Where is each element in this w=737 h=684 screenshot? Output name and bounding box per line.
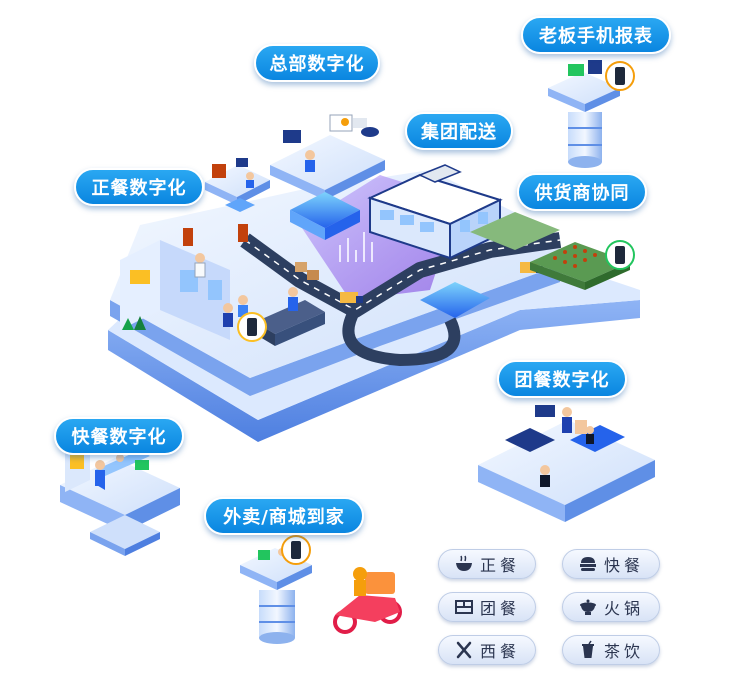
category-label: 团餐 [479, 599, 520, 618]
person [194, 253, 206, 278]
category-formal-dining[interactable]: 正餐 [438, 549, 536, 579]
plant [122, 316, 146, 330]
crop-rows [553, 245, 597, 268]
category-label: 正餐 [479, 556, 520, 575]
fast-food-platform [60, 438, 180, 532]
road-center-line [244, 239, 561, 311]
supplier-phone-badge [605, 240, 635, 270]
label-formal-dining: 正餐数字化 [74, 168, 204, 206]
phone-scan-badge [237, 312, 267, 342]
tea-cup-icon [581, 640, 594, 658]
hq-office-platform [270, 114, 385, 200]
bowl-icon [455, 555, 472, 571]
group-meal-platform [478, 405, 655, 522]
person [238, 295, 248, 317]
label-group-meal: 团餐数字化 [497, 360, 627, 398]
label-supplier: 供货商协同 [517, 173, 647, 211]
tray-icon [454, 600, 473, 614]
hotpot-icon [579, 599, 596, 615]
label-group-delivery: 集团配送 [405, 112, 513, 150]
category-hotpot[interactable]: 火锅 [562, 592, 660, 622]
label-hq-digital: 总部数字化 [254, 44, 380, 82]
restaurant-banner [183, 224, 248, 246]
main-platform-upper-side [110, 265, 560, 396]
label-fast-food: 快餐数字化 [54, 417, 184, 455]
category-label: 火锅 [603, 599, 644, 618]
label-boss-report: 老板手机报表 [521, 16, 671, 54]
burger-icon [579, 557, 596, 571]
boss-phone-badge [605, 61, 635, 91]
hq-water-cube [290, 192, 360, 240]
fast-food-pedestal [90, 515, 160, 556]
person [223, 303, 233, 327]
delivery-scooter [333, 567, 402, 634]
category-label: 茶饮 [603, 642, 644, 661]
restaurant-building [120, 240, 230, 340]
category-label: 西餐 [479, 642, 520, 661]
fork-knife-icon [456, 641, 472, 659]
delivery-truck [340, 292, 363, 303]
category-western[interactable]: 西餐 [438, 635, 536, 665]
formal-dining-office [205, 158, 270, 205]
category-fast-food[interactable]: 快餐 [562, 549, 660, 579]
boss-report-tower [548, 60, 620, 168]
connector-cube [225, 198, 255, 212]
person [288, 287, 298, 311]
takeout-platform [240, 548, 312, 644]
category-label: 快餐 [603, 556, 644, 575]
water-pool [420, 282, 490, 318]
road-loop [342, 307, 461, 367]
central-kitchen-warehouse [367, 164, 503, 260]
category-group-meal[interactable]: 团餐 [438, 592, 536, 622]
goods-box [295, 262, 319, 280]
takeout-phone-badge [281, 535, 311, 565]
category-tea-drinks[interactable]: 茶饮 [562, 635, 660, 665]
hologram-bars [339, 232, 373, 262]
label-takeout-mall: 外卖/商城到家 [204, 497, 364, 535]
main-platform-base-side [108, 300, 640, 442]
